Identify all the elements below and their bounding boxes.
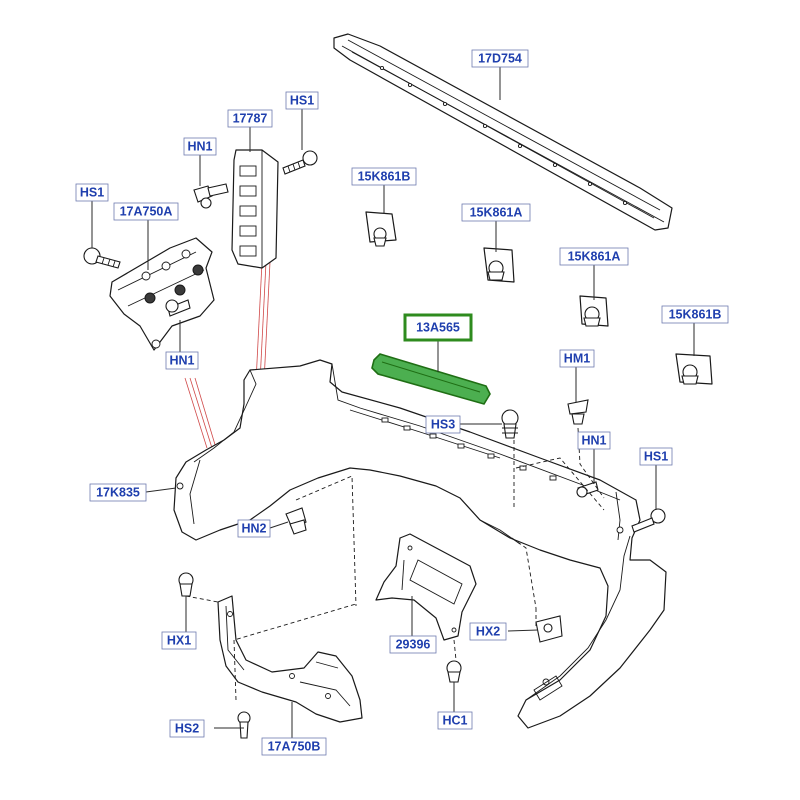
bolt-hn1-top[interactable] [193, 183, 229, 209]
label-hx1: HX1 [161, 631, 197, 650]
label-hn1-right-text: HN1 [581, 434, 606, 448]
label-13A565-text: 13A565 [416, 321, 460, 335]
clip-hx2[interactable] [535, 615, 563, 643]
clip-hs3[interactable] [501, 409, 519, 439]
screw-hs1-right[interactable] [631, 508, 666, 533]
label-hs3-text: HS3 [431, 418, 455, 432]
label-15K861B-right-text: 15K861B [669, 308, 722, 322]
label-15K861B-top: 15K861B [351, 167, 417, 186]
label-17787: 17787 [227, 109, 273, 128]
label-hm1-text: HM1 [564, 352, 590, 366]
label-hs1-left-text: HS1 [80, 186, 104, 200]
label-17K835-text: 17K835 [96, 486, 140, 500]
label-29396: 29396 [389, 635, 437, 654]
label-hs3: HS3 [425, 415, 461, 434]
clip-15K861B-top[interactable] [365, 211, 397, 247]
label-15K861B-right: 15K861B [661, 305, 729, 324]
nut-hn2[interactable] [285, 507, 307, 535]
label-hn1-top: HN1 [183, 137, 217, 156]
bolt-hn1-right[interactable] [576, 481, 599, 498]
label-29396-text: 29396 [396, 638, 431, 652]
label-17787-text: 17787 [233, 112, 268, 126]
screw-hs1-top[interactable] [282, 150, 318, 175]
label-hs2-text: HS2 [175, 722, 199, 736]
bracket-17A750B[interactable] [217, 595, 363, 723]
label-hn1-left-text: HN1 [169, 354, 194, 368]
label-17A750B: 17A750B [261, 737, 327, 756]
label-15K861A-right-text: 15K861A [568, 250, 621, 264]
label-hx1-text: HX1 [167, 634, 191, 648]
label-hs1-right-text: HS1 [644, 450, 668, 464]
label-17A750A-text: 17A750A [120, 205, 173, 219]
label-17A750B-text: 17A750B [268, 740, 321, 754]
label-hm1: HM1 [559, 349, 595, 368]
label-hx2: HX2 [469, 622, 507, 641]
label-15K861B-top-text: 15K861B [358, 170, 411, 184]
label-17A750A: 17A750A [113, 202, 179, 221]
bracket-17A750A[interactable] [109, 237, 215, 351]
label-hs1-top-text: HS1 [290, 94, 314, 108]
bracket-29396[interactable] [375, 533, 477, 641]
grille-strip-17D754[interactable] [333, 33, 673, 231]
bracket-17787[interactable] [231, 149, 279, 269]
label-hc1-text: HC1 [442, 714, 467, 728]
reflector-13A565[interactable] [371, 353, 491, 405]
label-hn1-top-text: HN1 [187, 140, 212, 154]
label-hs1-right: HS1 [639, 447, 673, 466]
clip-15K861A-mid[interactable] [483, 247, 515, 283]
clip-hc1[interactable] [446, 660, 462, 683]
label-hn2-text: HN2 [241, 522, 266, 536]
label-hn1-left: HN1 [165, 351, 199, 370]
label-hx2-text: HX2 [476, 625, 500, 639]
label-17K835: 17K835 [89, 483, 147, 502]
label-15K861A-right: 15K861A [559, 247, 629, 266]
label-hs2: HS2 [169, 719, 205, 738]
label-17D754-text: 17D754 [478, 52, 522, 66]
label-hs1-left: HS1 [75, 183, 109, 202]
leader-lines [91, 66, 695, 738]
label-17D754: 17D754 [471, 49, 529, 68]
label-hn2: HN2 [237, 519, 271, 538]
label-15K861A-mid: 15K861A [461, 203, 531, 222]
screw-hs1-left[interactable] [83, 247, 121, 269]
clip-hx1[interactable] [178, 572, 194, 597]
screw-hs2[interactable] [237, 711, 251, 739]
clip-15K861B-right[interactable] [675, 353, 713, 385]
label-hc1: HC1 [437, 711, 473, 730]
label-13A565: 13A565 [403, 313, 473, 342]
clip-hm1[interactable] [567, 399, 589, 425]
alignment-lines [184, 261, 271, 449]
clip-15K861A-right[interactable] [579, 295, 609, 327]
installation-lines [185, 427, 605, 701]
label-hs1-top: HS1 [285, 91, 319, 110]
label-15K861A-mid-text: 15K861A [470, 206, 523, 220]
label-hn1-right: HN1 [577, 431, 611, 450]
